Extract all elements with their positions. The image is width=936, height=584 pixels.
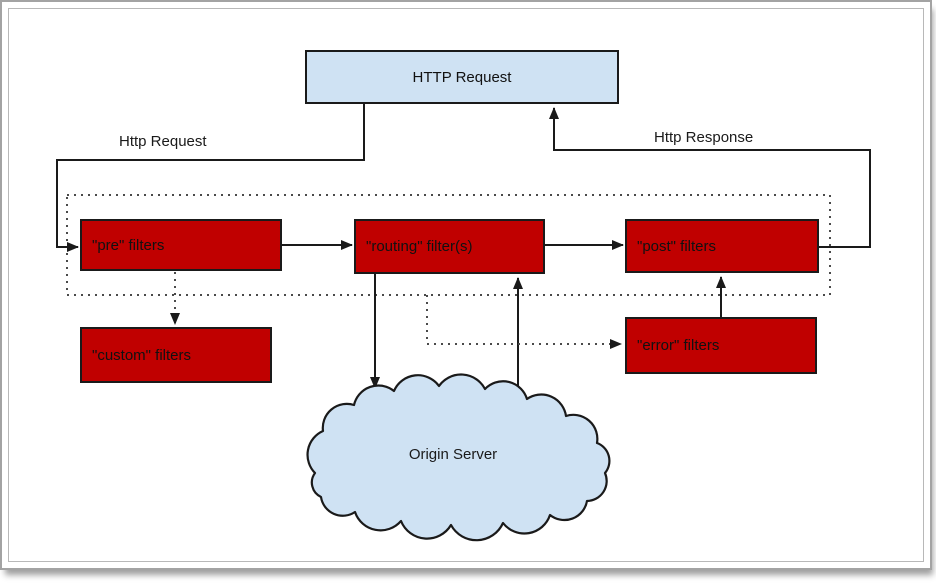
node-pre-filters-label: "pre" filters xyxy=(92,236,165,254)
filter-chain-dotted-boundary xyxy=(66,194,831,296)
node-routing-filters-label: "routing" filter(s) xyxy=(366,238,473,255)
edge-http-request-path xyxy=(56,104,365,252)
edge-label-http-response: Http Response xyxy=(654,129,754,146)
node-origin-server-label: Origin Server xyxy=(408,446,498,463)
node-error-filters: "error" filters xyxy=(625,317,817,374)
node-pre-filters: "pre" filters xyxy=(80,219,282,271)
node-post-filters: "post" filters xyxy=(625,219,819,273)
origin-server-cloud xyxy=(306,373,611,542)
node-custom-filters-label: "custom" filters xyxy=(92,346,192,364)
node-routing-filters: "routing" filter(s) xyxy=(354,219,545,274)
edge-label-http-request: Http Request xyxy=(119,133,207,150)
node-http-request: HTTP Request xyxy=(305,50,619,104)
edge-http-response-path xyxy=(549,107,871,248)
node-post-filters-label: "post" filters xyxy=(637,237,717,255)
node-error-filters-label: "error" filters xyxy=(637,337,720,354)
node-http-request-label: HTTP Request xyxy=(412,68,512,86)
diagram-canvas: HTTP Request "pre" filters "routing" fil… xyxy=(0,0,932,570)
edge-boundary-to-error-dotted xyxy=(426,295,622,349)
node-custom-filters: "custom" filters xyxy=(80,327,272,383)
